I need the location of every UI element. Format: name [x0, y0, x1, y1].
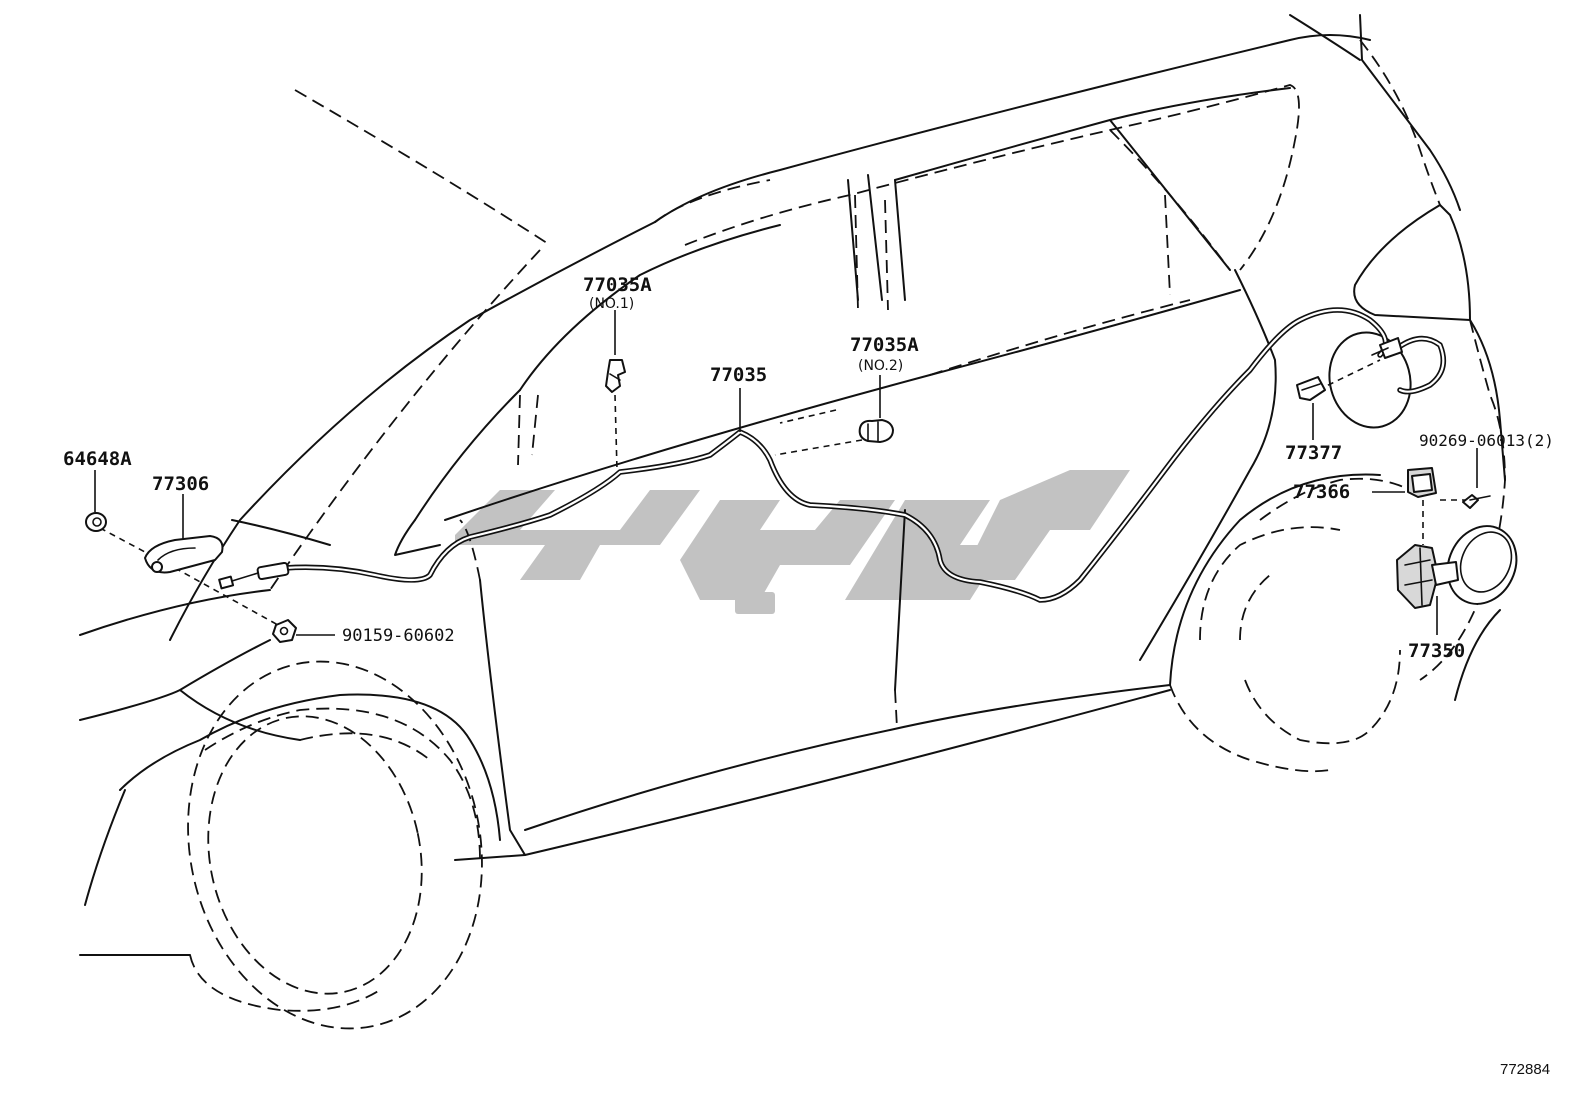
label-90159-60602: 90159-60602	[342, 626, 455, 646]
label-77035A-no2-note: (NO.2)	[858, 358, 903, 374]
label-64648A: 64648A	[63, 448, 132, 470]
part-grommet-64648A	[85, 512, 107, 532]
label-77366: 77366	[1293, 481, 1350, 503]
part-bolt-90159-60602	[272, 619, 297, 643]
label-90269-06013: 90269-06013(2)	[1419, 431, 1554, 450]
illustration-number: 772884	[1500, 1061, 1550, 1078]
car-body-hidden-lines	[187, 39, 1506, 1030]
part-hinge-stopper-77366	[1407, 467, 1437, 498]
leader-lines	[94, 310, 1478, 636]
label-77306: 77306	[152, 473, 209, 495]
watermark-logo	[455, 470, 1130, 614]
car-body-outline	[79, 14, 1506, 956]
part-clip-77035A-no2	[858, 419, 894, 443]
label-77035A-no1-note: (NO.1)	[589, 296, 634, 312]
label-77035A-no1: 77035A	[583, 274, 652, 296]
label-77035: 77035	[710, 364, 767, 386]
part-screw-90269	[1462, 494, 1491, 509]
part-fuel-lid-77350	[1396, 525, 1518, 609]
part-labels: 77035A (NO.1) 77035A (NO.2) 77035 64648A…	[63, 274, 1554, 1078]
label-77377: 77377	[1285, 442, 1342, 464]
label-77035A-no2: 77035A	[850, 334, 919, 356]
label-77350: 77350	[1408, 640, 1465, 662]
fuel-lid-opener-cable	[218, 307, 1447, 603]
part-lever-77306	[144, 535, 224, 574]
part-clamp-77035A-no1	[605, 359, 626, 393]
part-cable-end-77377	[1296, 376, 1326, 401]
